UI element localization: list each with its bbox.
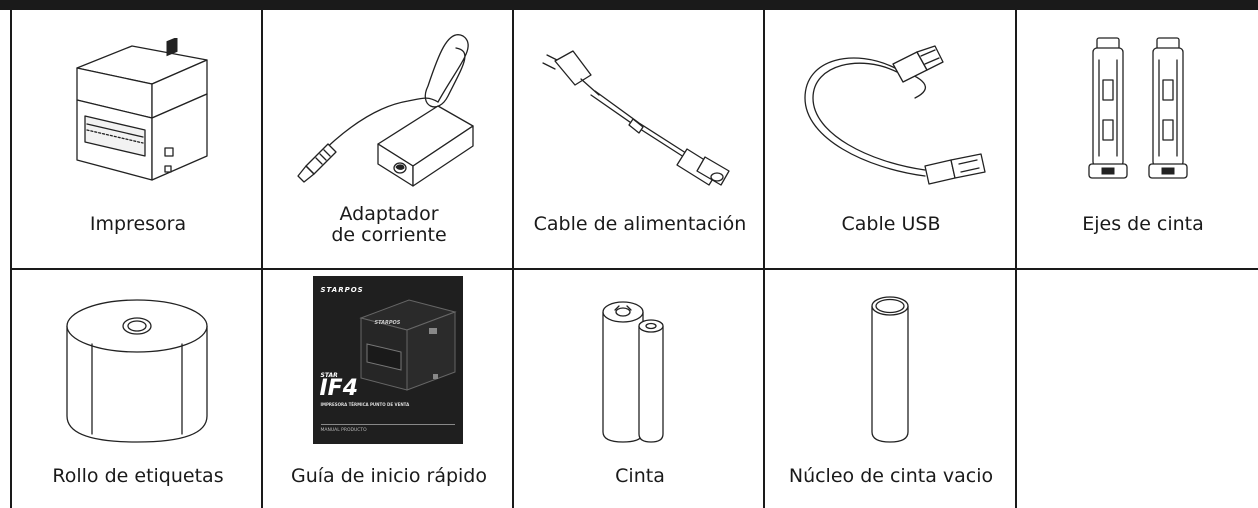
item-label: Impresora [89, 213, 187, 235]
guide-subtitle: IMPRESORA TÉRMICA PUNTO DE VENTA [320, 402, 410, 407]
guide-cover: STARPOS STARPOS STAR IF4 IMPRESORA TÉRMI… [312, 276, 463, 444]
guide-divider [320, 424, 455, 425]
item-power-cable: Cable de alimentación [514, 10, 763, 268]
item-printer: Impresora [12, 10, 261, 268]
guide-device-brand: STARPOS [374, 320, 401, 326]
top-bar [0, 0, 1258, 10]
guide-footer: MANUAL PRODUCTO [320, 428, 367, 433]
guide-model: IF4 [319, 376, 359, 401]
printer-icon [12, 38, 261, 188]
item-usb-cable: Cable USB [765, 10, 1015, 268]
grid-line [512, 10, 514, 508]
item-label: Núcleo de cinta vacio [788, 465, 994, 487]
usb-cable-icon [765, 38, 1015, 188]
item-label: Ejes de cinta [1082, 213, 1204, 235]
item-empty-ribbon-core: Núcleo de cinta vacio [765, 270, 1015, 508]
grid-line [763, 10, 765, 508]
item-label: Rollo de etiquetas [52, 465, 224, 487]
power-adapter-icon [263, 26, 512, 196]
guide-brand: STARPOS [320, 286, 364, 294]
grid-line [10, 10, 12, 508]
item-label: Adaptador de corriente [331, 203, 447, 246]
item-power-adapter: Adaptador de corriente [263, 10, 512, 268]
quick-start-guide-icon: STARPOS STARPOS STAR IF4 IMPRESORA TÉRMI… [263, 274, 512, 446]
empty-cell [1017, 270, 1258, 508]
item-label: Cable USB [841, 213, 941, 235]
item-label: Cinta [615, 465, 665, 487]
power-cable-icon [514, 26, 763, 196]
item-label: Guía de inicio rápido [291, 465, 487, 487]
item-label: Cable de alimentación [533, 213, 747, 235]
empty-ribbon-core-icon [765, 286, 1015, 446]
grid-line [10, 268, 1258, 270]
item-quick-start-guide: STARPOS STARPOS STAR IF4 IMPRESORA TÉRMI… [263, 270, 512, 508]
item-ribbon-spindles: Ejes de cinta [1017, 10, 1258, 268]
grid-line [261, 10, 263, 508]
item-label-roll: Rollo de etiquetas [12, 270, 261, 508]
ribbon-spindles-icon [1017, 30, 1258, 190]
grid-line [1015, 10, 1017, 508]
item-ribbon: Cinta [514, 270, 763, 508]
ribbon-icon [514, 286, 763, 446]
guide-model-prefix: STAR [320, 372, 338, 379]
label-roll-icon [12, 286, 261, 446]
